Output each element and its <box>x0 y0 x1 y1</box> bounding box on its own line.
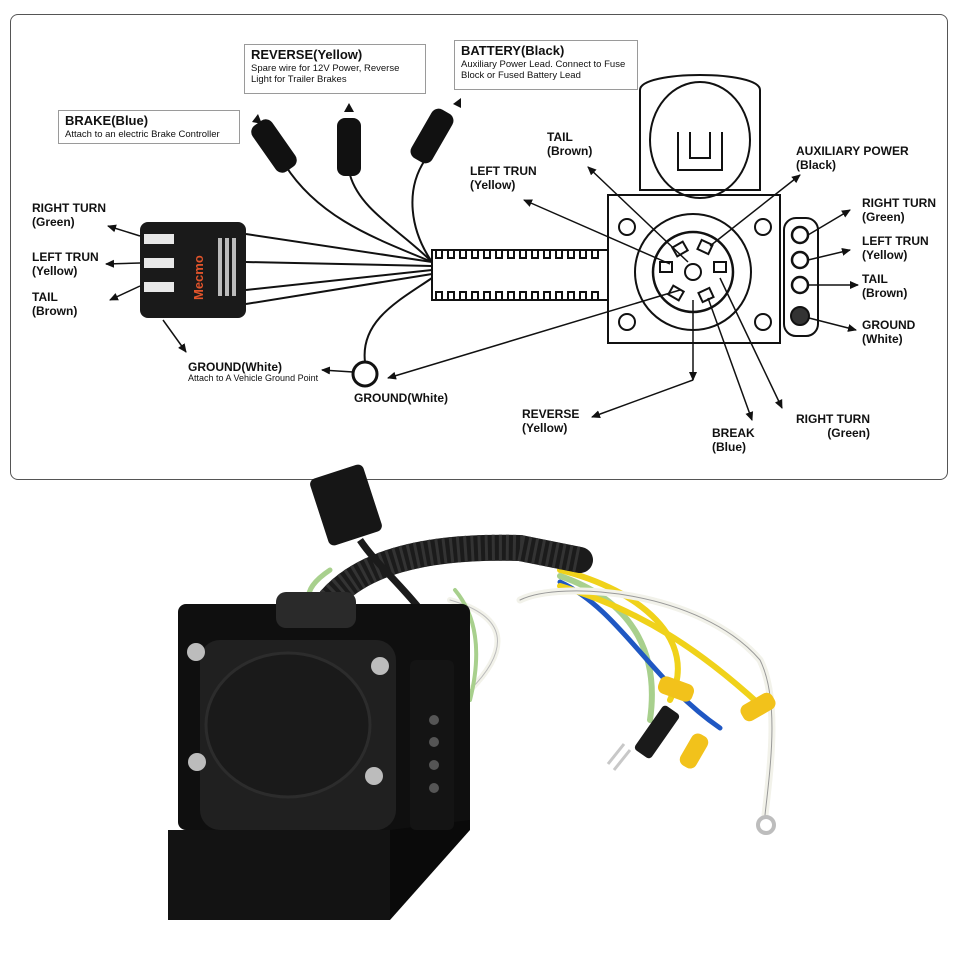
plug-brand-logo: Mecmo <box>191 255 206 300</box>
photo-wires <box>306 567 776 819</box>
product-photo <box>168 464 776 920</box>
flat4-tail-label: TAIL(Brown) <box>32 290 78 318</box>
flat4-plug <box>140 222 246 318</box>
ground-left-desc: Attach to A Vehicle Ground Point <box>188 373 319 383</box>
side-four-pin-connector <box>783 217 819 337</box>
side-ground-label: GROUND(White) <box>862 318 916 346</box>
ground-ring-label: GROUND(White) <box>354 391 448 405</box>
flat4-right-turn-label: RIGHT TURN(Green) <box>32 201 106 229</box>
side-right-turn-label: RIGHT TURN(Green) <box>862 196 936 224</box>
socket-pins <box>659 238 727 304</box>
ground-left-title: GROUND(White) <box>188 360 282 374</box>
socket-right-turn-label: RIGHT TURN(Green) <box>796 412 870 440</box>
battery-callout-title: BATTERY(Black) <box>461 43 565 58</box>
label-arrows <box>105 166 859 421</box>
reverse-plug-icon <box>337 103 361 176</box>
reverse-callout: REVERSE(Yellow) Spare wire for 12V Power… <box>244 44 426 94</box>
battery-callout: BATTERY(Black) Auxiliary Power Lead. Con… <box>454 40 638 90</box>
flat4-left-trun-label: LEFT TRUN(Yellow) <box>32 250 99 278</box>
side-tail-label: TAIL(Brown) <box>862 272 908 300</box>
socket-left-trun-label: LEFT TRUN(Yellow) <box>470 164 537 192</box>
brake-callout-desc: Attach to an electric Brake Controller <box>65 129 220 140</box>
side-left-trun-label: LEFT TRUN(Yellow) <box>862 234 929 262</box>
brake-callout-title: BRAKE(Blue) <box>65 113 149 128</box>
battery-plug-icon <box>410 98 461 164</box>
socket-tail-label: TAIL(Brown) <box>547 130 593 158</box>
socket-aux-power-label: AUXILIARY POWER(Black) <box>796 144 909 172</box>
seven-way-socket <box>607 74 781 344</box>
socket-reverse-label: REVERSE(Yellow) <box>522 407 580 435</box>
reverse-callout-desc: Spare wire for 12V Power, Reverse Light … <box>251 63 400 85</box>
brake-plug-icon <box>251 114 297 173</box>
diagram-wires <box>245 159 433 363</box>
brake-callout: BRAKE(Blue) Attach to an electric Brake … <box>58 110 240 144</box>
diagram-wire-plugs <box>251 98 461 176</box>
socket-break-label: BREAK(Blue) <box>712 426 755 454</box>
ground-ring-icon <box>351 360 379 388</box>
corrugated-tube <box>431 249 609 301</box>
reverse-callout-title: REVERSE(Yellow) <box>251 47 363 62</box>
battery-callout-desc: Auxiliary Power Lead. Connect to Fuse Bl… <box>461 59 626 81</box>
